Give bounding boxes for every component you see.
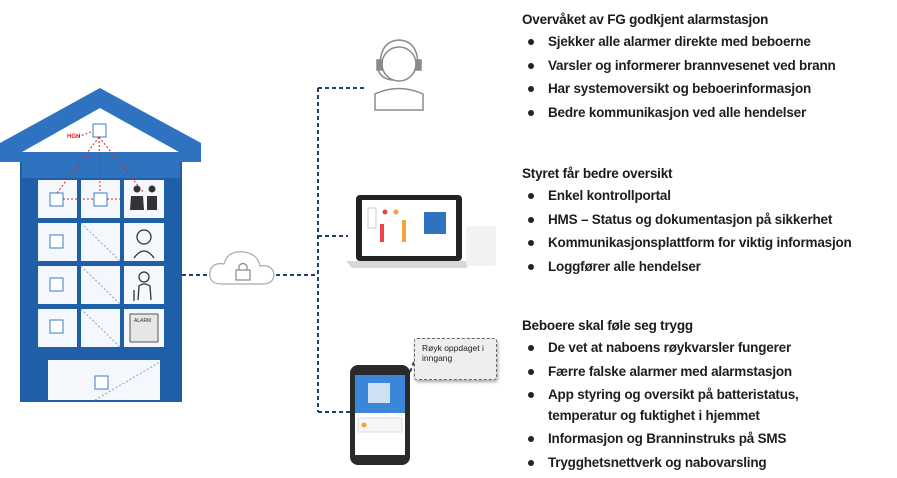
roof-badge: HGH — [67, 134, 80, 140]
elderly-resident-icon — [133, 229, 155, 259]
section-monitoring: Overvåket av FG godkjent alarmstasjon Sj… — [520, 12, 892, 124]
bullet-item: Informasjon og Branninstruks på SMS — [520, 427, 892, 451]
laptop-portal-icon — [346, 195, 496, 268]
bullet-item: Loggfører alle hendelser — [520, 255, 892, 279]
headset-operator-icon — [374, 39, 424, 111]
lock-icon — [235, 262, 251, 281]
alarm-panel-icon — [129, 313, 159, 343]
detector-links — [56, 130, 145, 200]
section-board-overview: Styret får bedre oversikt Enkel kontroll… — [520, 166, 892, 278]
bullet-item: Kommunikasjonsplattform for viktig infor… — [520, 231, 892, 255]
section-title: Overvåket av FG godkjent alarmstasjon — [522, 12, 769, 27]
bullet-item: Trygghetsnettverk og nabovarsling — [520, 451, 892, 475]
resident-walking-icon — [133, 271, 152, 301]
system-diagram: HGH ALARM — [0, 39, 496, 465]
bullet-item: Færre falske alarmer med alarmstasjon — [520, 360, 892, 384]
bullet-item: Varsler og informerer brannvesenet ved b… — [520, 54, 892, 78]
smoke-alert-callout: Røyk oppdaget i inngang — [414, 338, 497, 380]
bullet-item: HMS – Status og dokumentasjon på sikkerh… — [520, 208, 892, 232]
smartphone-app-icon — [350, 365, 410, 465]
section-residents: Beboere skal føle seg trygg De vet at na… — [520, 318, 892, 474]
bullet-item: Har systemoversikt og beboerinformasjon — [520, 77, 892, 101]
connection-lines — [182, 87, 415, 413]
cloud-icon — [209, 251, 275, 285]
section-title: Beboere skal føle seg trygg — [522, 318, 693, 333]
bullet-item: Sjekker alle alarmer direkte med beboern… — [520, 30, 892, 54]
alarm-panel-label: ALARM — [134, 318, 151, 324]
bullet-item: Bedre kommunikasjon ved alle hendelser — [520, 101, 892, 125]
family-icon — [130, 185, 157, 210]
bullet-item: App styring og oversikt på batteristatus… — [520, 383, 848, 427]
section-title: Styret får bedre oversikt — [522, 166, 673, 181]
bullet-item: De vet at naboens røykvarsler fungerer — [520, 336, 892, 360]
bullet-item: Enkel kontrollportal — [520, 184, 892, 208]
